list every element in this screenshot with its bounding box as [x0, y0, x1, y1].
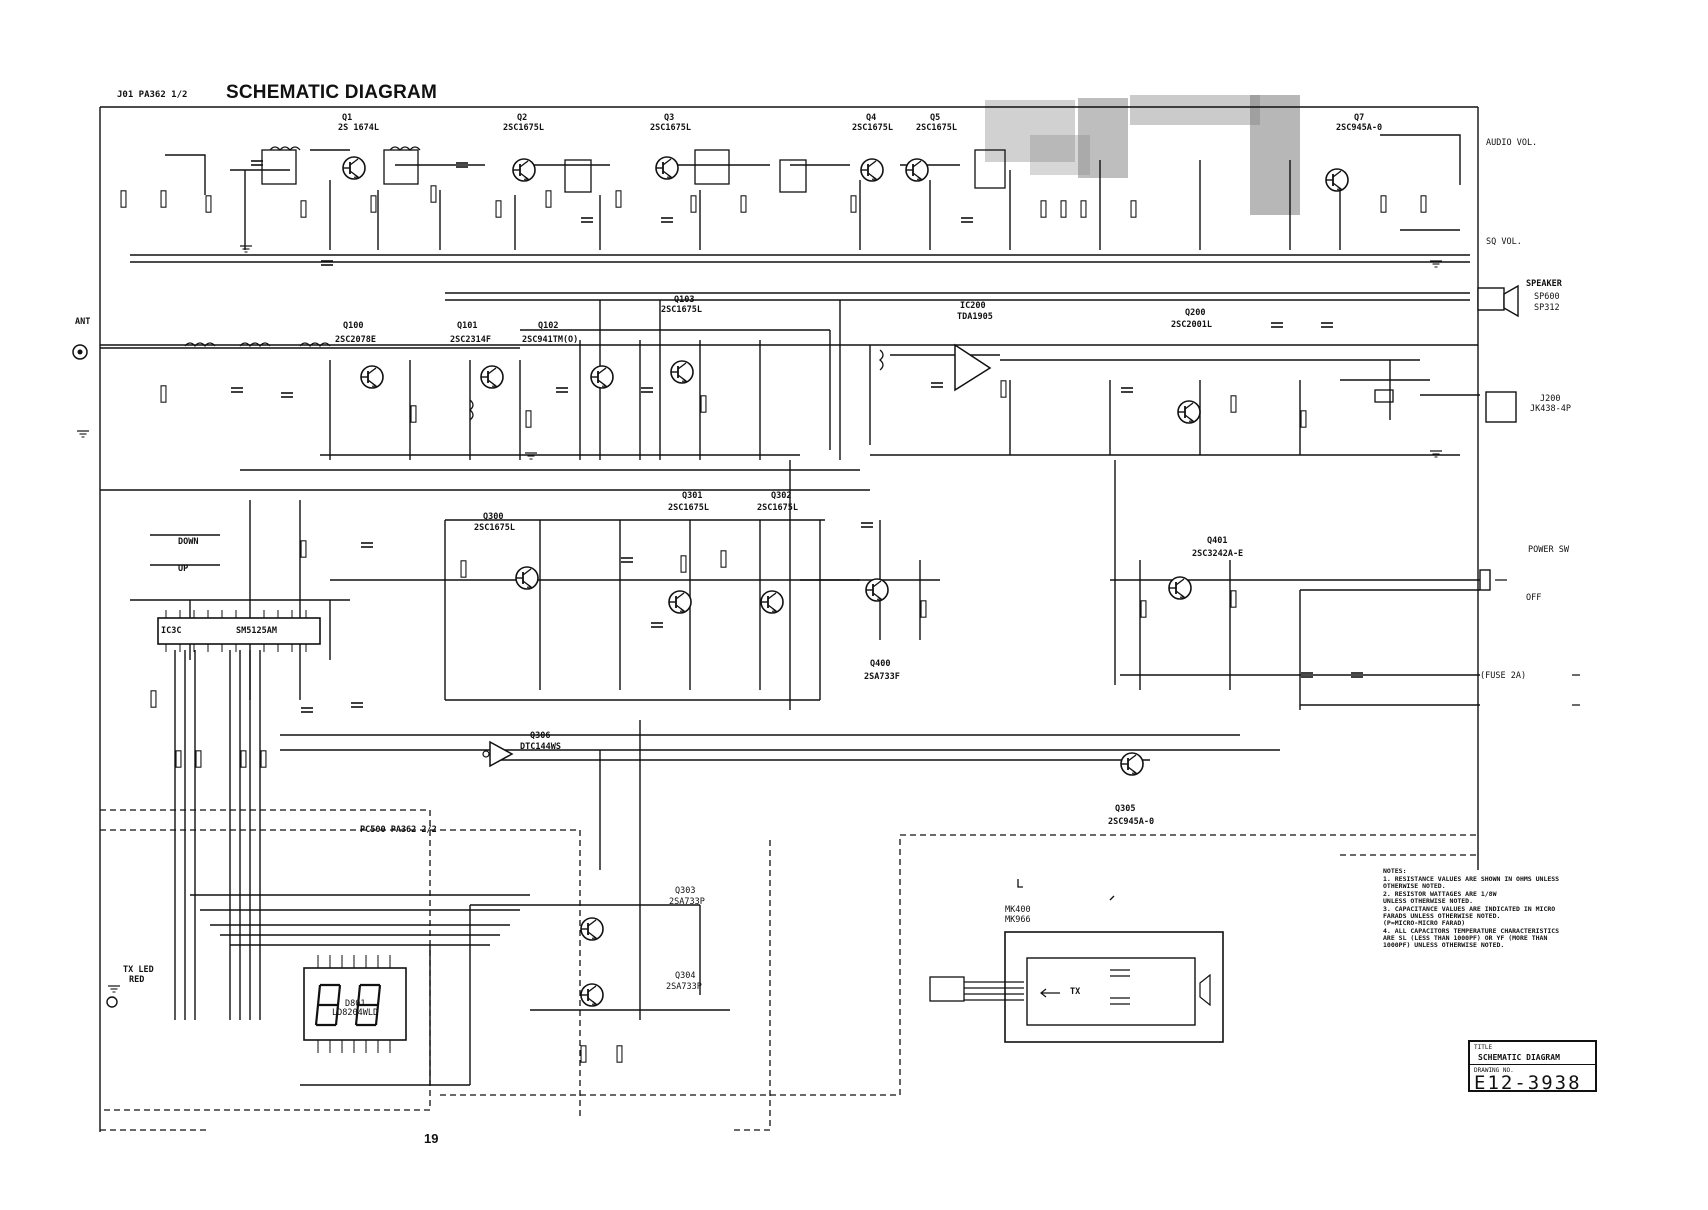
q302-ref: Q302 [771, 491, 792, 501]
ant-label: ANT [75, 317, 91, 327]
q301-part: 2SC1675L [668, 503, 709, 513]
q401-ref: Q401 [1207, 536, 1228, 546]
q100-part: 2SC2078E [335, 335, 376, 345]
display-ref: D801 [345, 999, 366, 1009]
q100-ref: Q100 [343, 321, 364, 331]
page-number: 19 [424, 1131, 439, 1146]
note-line: (P=MICRO-MICRO FARAD) [1383, 919, 1466, 927]
title-block-title-label: TITLE [1474, 1044, 1493, 1051]
tx-led-color: RED [129, 975, 145, 985]
note-line: ARE SL (LESS THAN 1000PF) OR YF (MORE TH… [1383, 934, 1548, 942]
q200-ref: Q200 [1185, 308, 1206, 318]
j200-ref: J200 [1540, 394, 1561, 404]
note-line: 1. RESISTANCE VALUES ARE SHOWN IN OHMS U… [1383, 875, 1560, 883]
q2-ref: Q2 [517, 113, 528, 123]
up-label: UP [178, 564, 189, 574]
note-line: OTHERWISE NOTED. [1383, 882, 1446, 890]
audio-vol-label: AUDIO VOL. [1486, 138, 1538, 148]
tx-label: TX [1070, 987, 1081, 997]
q200-part: 2SC2001L [1171, 320, 1212, 330]
q103-part: 2SC1675L [661, 305, 702, 315]
j200-part: JK438-4P [1530, 404, 1571, 414]
drawing-number: E12-3938 [1474, 1072, 1582, 1094]
sheet-reference: J01 PA362 1/2 [117, 90, 188, 100]
note-line: FARADS UNLESS OTHERWISE NOTED. [1383, 912, 1501, 920]
title-block: TITLE SCHEMATIC DIAGRAM DRAWING NO. E12-… [1468, 1040, 1597, 1094]
q401-part: 2SC3242A-E [1192, 549, 1244, 559]
display-part: LD8204WLD [332, 1008, 379, 1018]
q301-ref: Q301 [682, 491, 703, 501]
note-line: 4. ALL CAPACITORS TEMPERATURE CHARACTERI… [1383, 927, 1560, 935]
q3-part: 2SC1675L [650, 123, 691, 133]
sub-sheet-label: PC500 PA362 2/2 [360, 825, 437, 835]
q102-ref: Q102 [538, 321, 559, 331]
q2-part: 2SC1675L [503, 123, 544, 133]
note-line: UNLESS OTHERWISE NOTED. [1383, 897, 1474, 905]
q3-ref: Q3 [664, 113, 675, 123]
diagram-title: SCHEMATIC DIAGRAM [226, 82, 437, 103]
mic-part: MK966 [1005, 915, 1031, 925]
tx-led-label: TX LED [123, 965, 154, 975]
q5-part: 2SC1675L [916, 123, 957, 133]
q101-ref: Q101 [457, 321, 478, 331]
q7-part: 2SC945A-0 [1336, 123, 1383, 133]
q305-part: 2SC945A-0 [1108, 817, 1155, 827]
ic200-part: TDA1905 [957, 312, 993, 322]
q303-part: 2SA733P [669, 897, 705, 907]
q101-part: 2SC2314F [450, 335, 491, 345]
q102-part: 2SC941TM(O) [522, 335, 579, 345]
q103-ref: Q103 [674, 295, 695, 305]
q306-ref: Q306 [530, 731, 551, 741]
q304-ref: Q304 [675, 971, 696, 981]
q300-part: 2SC1675L [474, 523, 515, 533]
power-switch-label: POWER SW [1528, 545, 1569, 555]
q1-part: 2S 1674L [338, 123, 379, 133]
q4-ref: Q4 [866, 113, 877, 123]
ic3c-part: SM5125AM [236, 626, 277, 636]
q305-ref: Q305 [1115, 804, 1136, 814]
q304-part: 2SA733P [666, 982, 702, 992]
q303-ref: Q303 [675, 886, 696, 896]
speaker-ref: SP600 [1534, 292, 1560, 302]
speaker-label: SPEAKER [1526, 279, 1562, 289]
fuse-label: (FUSE 2A) [1480, 671, 1527, 681]
notes-heading: NOTES: [1383, 867, 1407, 875]
off-label: OFF [1526, 593, 1542, 603]
title-block-divider [1470, 1064, 1595, 1065]
q300-ref: Q300 [483, 512, 504, 522]
q1-ref: Q1 [342, 113, 353, 123]
ic3c-ref: IC3C [161, 626, 182, 636]
note-line: 1000PF) UNLESS OTHERWISE NOTED. [1383, 941, 1505, 949]
q4-part: 2SC1675L [852, 123, 893, 133]
note-line: 3. CAPACITANCE VALUES ARE INDICATED IN M… [1383, 905, 1556, 913]
ic200-ref: IC200 [960, 301, 986, 311]
q302-part: 2SC1675L [757, 503, 798, 513]
title-block-drawing-label: DRAWING NO. [1474, 1067, 1514, 1074]
q400-part: 2SA733F [864, 672, 900, 682]
q7-ref: Q7 [1354, 113, 1365, 123]
q400-ref: Q400 [870, 659, 891, 669]
q306-part: DTC144WS [520, 742, 561, 752]
speaker-part: SP312 [1534, 303, 1560, 313]
down-label: DOWN [178, 537, 199, 547]
title-block-title: SCHEMATIC DIAGRAM [1478, 1053, 1560, 1062]
sq-vol-label: SQ VOL. [1486, 237, 1522, 247]
note-line: 2. RESISTOR WATTAGES ARE 1/8W [1383, 890, 1497, 898]
q5-ref: Q5 [930, 113, 941, 123]
mic-ref: MK400 [1005, 905, 1031, 915]
